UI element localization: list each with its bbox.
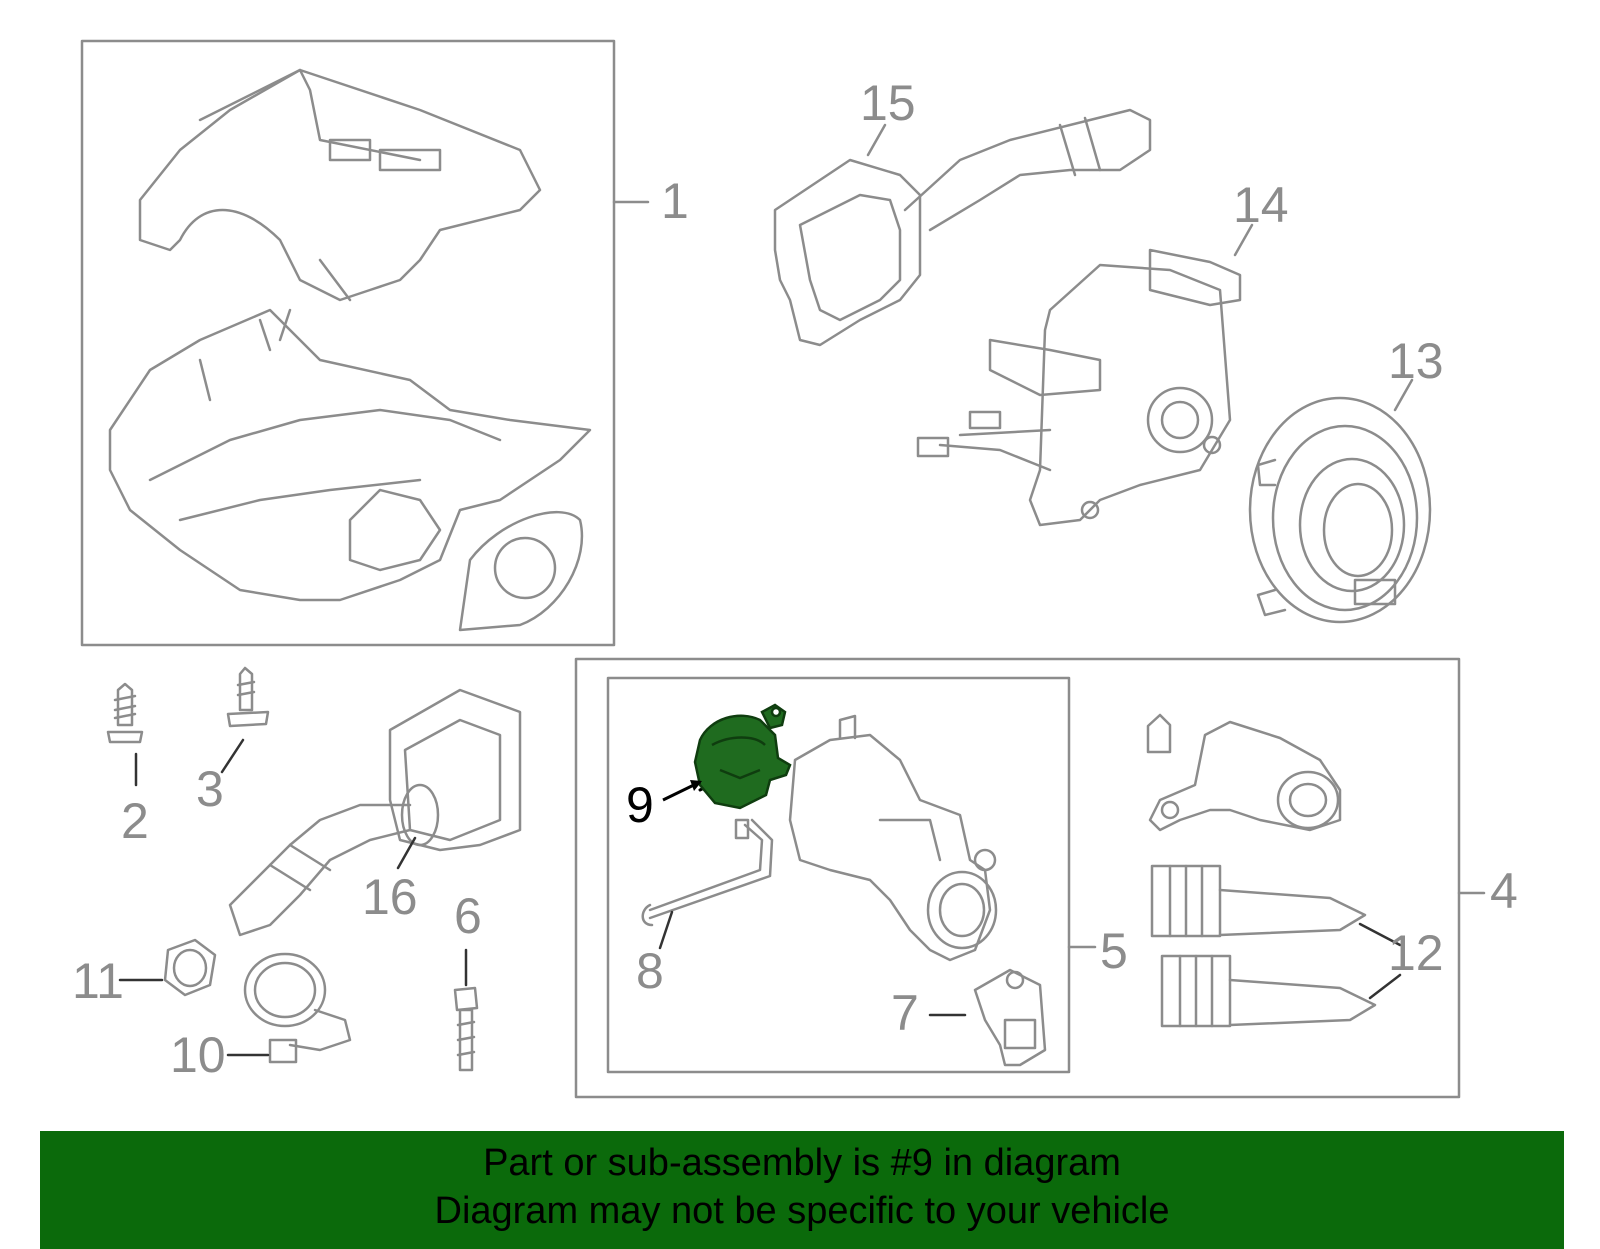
- callout-9: 9: [626, 777, 654, 833]
- group-box-1: [80, 39, 616, 647]
- upper-shroud: [138, 68, 542, 302]
- lock-cylinder: [1146, 713, 1342, 832]
- lower-shroud: [108, 308, 592, 632]
- rod-part-8: [641, 818, 774, 927]
- callout-7: 7: [891, 985, 919, 1041]
- callout-6: 6: [454, 888, 482, 944]
- callout-11: 11: [72, 953, 124, 1009]
- callout-15: 15: [860, 75, 916, 131]
- banner-line-2: Diagram may not be specific to your vehi…: [434, 1190, 1170, 1232]
- stud-bolt-part-6: [453, 986, 479, 1072]
- bushing-part-11: [163, 938, 217, 997]
- wiper-switch: [228, 688, 522, 937]
- callout-12: 12: [1388, 925, 1444, 981]
- connector-part-7: [973, 968, 1047, 1067]
- callout-3: 3: [196, 761, 224, 817]
- callout-8: 8: [636, 943, 664, 999]
- combination-switch: [773, 108, 1152, 347]
- callout-5: 5: [1100, 923, 1128, 979]
- leader-9-arrow: [690, 780, 702, 791]
- lock-housing: [788, 714, 998, 962]
- screw-part-2: [106, 682, 144, 744]
- sensor-ring-part-10: [243, 952, 352, 1064]
- callout-2: 2: [121, 793, 149, 849]
- group-box-4: [574, 657, 1461, 1099]
- banner-line-1: Part or sub-assembly is #9 in diagram: [483, 1142, 1121, 1184]
- callout-16: 16: [362, 869, 418, 925]
- callout-13: 13: [1388, 333, 1444, 389]
- callout-10: 10: [170, 1027, 226, 1083]
- info-banner: Part or sub-assembly is #9 in diagram Di…: [40, 1131, 1564, 1249]
- callout-4: 4: [1490, 863, 1518, 919]
- group-box-5: [606, 676, 1071, 1074]
- highlighted-part-9: [693, 703, 792, 810]
- callout-14: 14: [1233, 177, 1289, 233]
- keys-part-12: [1150, 864, 1377, 1028]
- steering-lock-assembly: [916, 248, 1242, 527]
- bolt-part-3: [226, 666, 270, 728]
- clock-spring: [1248, 396, 1432, 624]
- callout-1: 1: [661, 173, 689, 229]
